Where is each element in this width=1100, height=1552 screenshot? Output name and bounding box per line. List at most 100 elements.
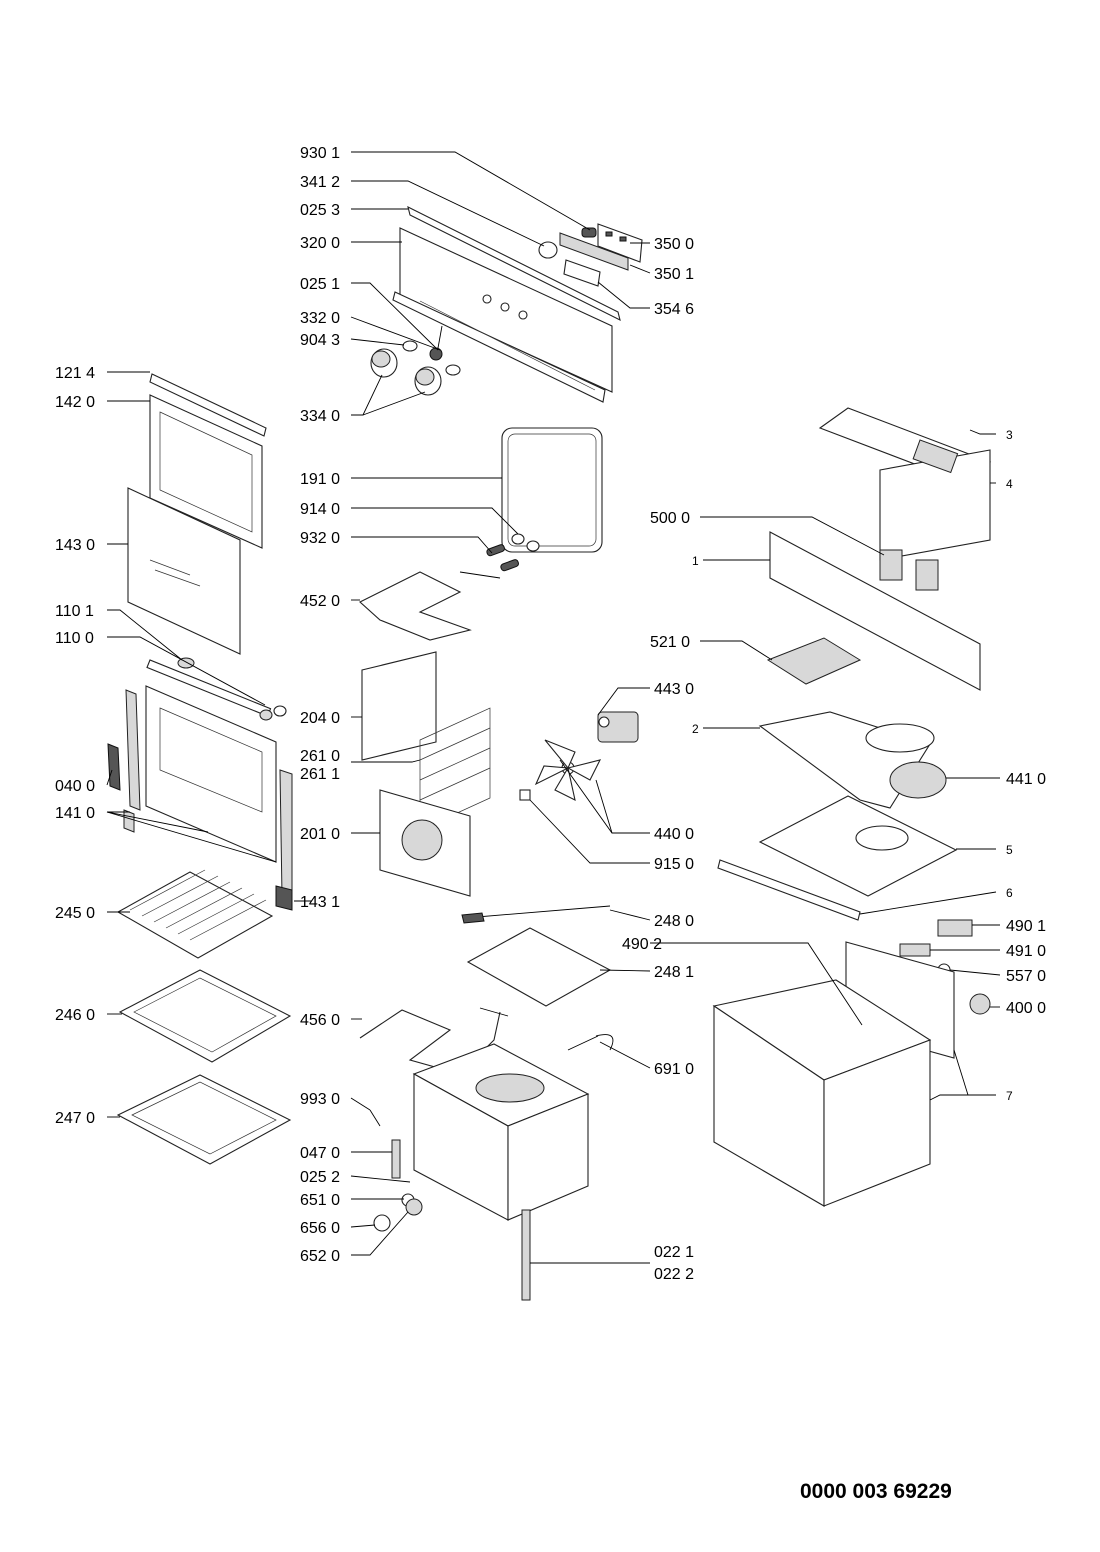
label-121-4: 121 4 — [55, 365, 95, 382]
label-025-1: 025 1 — [300, 276, 340, 293]
label-025-2: 025 2 — [300, 1169, 340, 1186]
label-141-0: 141 0 — [55, 805, 95, 822]
label-334-0: 334 0 — [300, 408, 340, 425]
label-656-0: 656 0 — [300, 1220, 340, 1237]
label-521-0: 521 0 — [650, 634, 690, 651]
cavity-top-plate-part — [758, 795, 958, 897]
wire-shelf-part — [116, 869, 274, 959]
label-490-2: 490 2 — [622, 936, 662, 953]
baking-tray-part — [118, 969, 292, 1063]
door-top-trim-part — [149, 373, 267, 437]
side-rail-part — [521, 1209, 531, 1301]
top-cover-part — [818, 407, 992, 561]
label-204-0: 204 0 — [300, 710, 340, 727]
label-248-1: 248 1 — [654, 964, 694, 981]
label-993-0: 993 0 — [300, 1091, 340, 1108]
label-350-0: 350 0 — [654, 236, 694, 253]
label-5: 5 — [1006, 843, 1013, 857]
label-490-1: 490 1 — [1006, 918, 1046, 935]
electronic-board-part — [559, 223, 643, 271]
door-switch-part — [937, 919, 973, 937]
label-040-0: 040 0 — [55, 778, 95, 795]
label-201-0: 201 0 — [300, 826, 340, 843]
label-025-3: 025 3 — [300, 202, 340, 219]
terminal-block-part — [899, 943, 931, 957]
leader-lines — [106, 151, 1001, 1264]
fan-nut-part — [519, 789, 531, 801]
label-142-0: 142 0 — [55, 394, 95, 411]
label-914-0: 914 0 — [300, 501, 340, 518]
control-bracket-part — [769, 531, 981, 691]
label-047-0: 047 0 — [300, 1145, 340, 1162]
label-022-2: 022 2 — [654, 1266, 694, 1283]
label-440-0: 440 0 — [654, 826, 694, 843]
outer-casing-part — [712, 979, 932, 1207]
label-456-0: 456 0 — [300, 1012, 340, 1029]
label-400-0: 400 0 — [1006, 1000, 1046, 1017]
hinge-bracket-part — [391, 1139, 401, 1179]
label-652-0: 652 0 — [300, 1248, 340, 1265]
label-261-0: 261 0 — [300, 748, 340, 765]
label-904-3: 904 3 — [300, 332, 340, 349]
cooling-fan-part — [889, 761, 947, 799]
drip-pan-part — [116, 1074, 292, 1165]
label-691-0: 691 0 — [654, 1061, 694, 1078]
selector-switch-rear-part — [879, 549, 939, 591]
oven-cavity-part — [412, 1043, 590, 1221]
label-3: 3 — [1006, 428, 1013, 442]
label-1: 1 — [692, 554, 699, 568]
label-930-1: 930 1 — [300, 145, 340, 162]
label-2: 2 — [692, 722, 699, 736]
label-320-0: 320 0 — [300, 235, 340, 252]
label-932-0: 932 0 — [300, 530, 340, 547]
fan-motor-part — [597, 711, 639, 743]
label-143-1: 143 1 — [300, 894, 340, 911]
shelf-guide-part — [419, 707, 491, 831]
label-443-0: 443 0 — [654, 681, 694, 698]
label-110-0: 110 0 — [55, 630, 94, 647]
label-557-0: 557 0 — [1006, 968, 1046, 985]
label-452-0: 452 0 — [300, 593, 340, 610]
door-hinge-part — [125, 689, 293, 901]
control-panel-trim-part — [407, 205, 621, 322]
screw-part — [369, 1109, 381, 1127]
label-6: 6 — [1006, 886, 1013, 900]
timer-spring-part — [581, 227, 597, 238]
cooling-motor-part — [969, 993, 991, 1015]
shelf-support-plate-part — [361, 651, 437, 761]
lamp-holder-part — [373, 1193, 423, 1232]
label-354-6: 354 6 — [654, 301, 694, 318]
part-number-labels: 930 1 341 2 025 3 320 0 025 1 332 0 904 … — [55, 145, 1046, 1283]
label-491-0: 491 0 — [1006, 943, 1046, 960]
label-022-1: 022 1 — [654, 1244, 694, 1261]
label-7: 7 — [1006, 1089, 1013, 1103]
label-248-0: 248 0 — [654, 913, 694, 930]
top-heating-element-part — [359, 571, 501, 641]
label-143-0: 143 0 — [55, 537, 95, 554]
front-strip-part — [717, 859, 861, 921]
rear-fan-cover-part — [379, 789, 471, 897]
label-332-0: 332 0 — [300, 310, 340, 327]
label-4: 4 — [1006, 477, 1013, 491]
control-panel-part — [399, 227, 613, 393]
label-441-0: 441 0 — [1006, 771, 1046, 788]
inner-door-glass-frame-part — [149, 394, 263, 549]
rotisserie-frame-part — [466, 927, 612, 1007]
label-651-0: 651 0 — [300, 1192, 340, 1209]
door-hinge-pin-part — [146, 657, 287, 721]
door-latch-part — [107, 743, 293, 911]
door-glass-panel-part — [127, 487, 241, 655]
label-247-0: 247 0 — [55, 1110, 95, 1127]
label-246-0: 246 0 — [55, 1007, 95, 1024]
rotisserie-spit-part — [461, 905, 611, 924]
knob-ring-part — [402, 340, 461, 376]
fan-blade-part — [534, 739, 602, 802]
label-341-2: 341 2 — [300, 174, 340, 191]
label-261-1: 261 1 — [300, 766, 340, 783]
label-191-0: 191 0 — [300, 471, 340, 488]
label-350-1: 350 1 — [654, 266, 694, 283]
label-245-0: 245 0 — [55, 905, 95, 922]
label-500-0: 500 0 — [650, 510, 690, 527]
label-915-0: 915 0 — [654, 856, 694, 873]
